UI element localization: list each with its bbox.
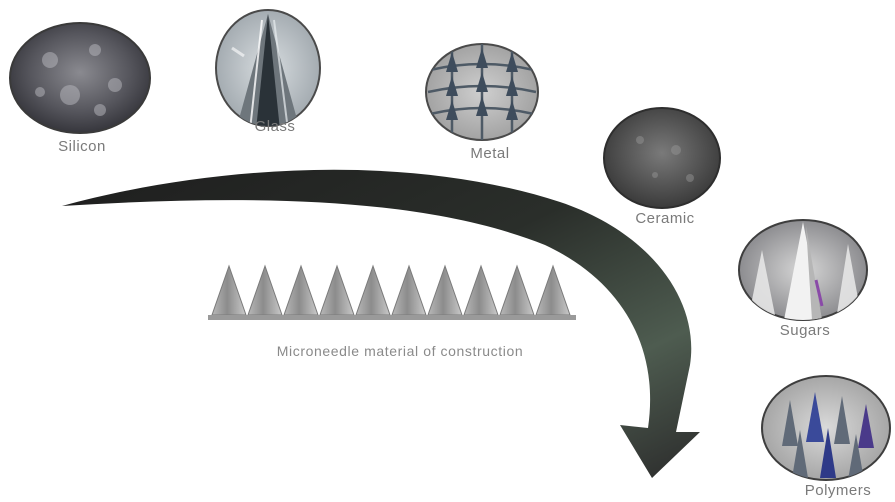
curved-arrow: [62, 170, 700, 478]
label-polymers: Polymers: [805, 482, 872, 499]
label-silicon: Silicon: [58, 138, 106, 155]
microneedle-cone: [536, 266, 570, 315]
microneedle-array: [212, 266, 570, 315]
ceramic-surface-image: [604, 108, 720, 208]
sugar-needle-image: [739, 220, 867, 320]
microneedle-cone: [356, 266, 390, 315]
microneedle-cone: [392, 266, 426, 315]
microneedle-cone: [248, 266, 282, 315]
label-glass: Glass: [255, 118, 296, 135]
microneedle-base: [208, 315, 576, 320]
microneedle-cone: [464, 266, 498, 315]
microneedle-cone: [500, 266, 534, 315]
glass-needle-image: [216, 10, 320, 130]
microneedle-cone: [428, 266, 462, 315]
label-metal: Metal: [470, 145, 509, 162]
microneedle-cone: [320, 266, 354, 315]
label-ceramic: Ceramic: [635, 210, 694, 227]
polymer-needle-array-image: [762, 376, 890, 480]
silicon-wafer-image: [10, 23, 150, 133]
diagram-caption: Microneedle material of construction: [277, 343, 523, 359]
label-sugars: Sugars: [780, 322, 831, 339]
microneedle-cone: [284, 266, 318, 315]
microneedle-cone: [212, 266, 246, 315]
metal-needle-array-image: [426, 44, 538, 140]
